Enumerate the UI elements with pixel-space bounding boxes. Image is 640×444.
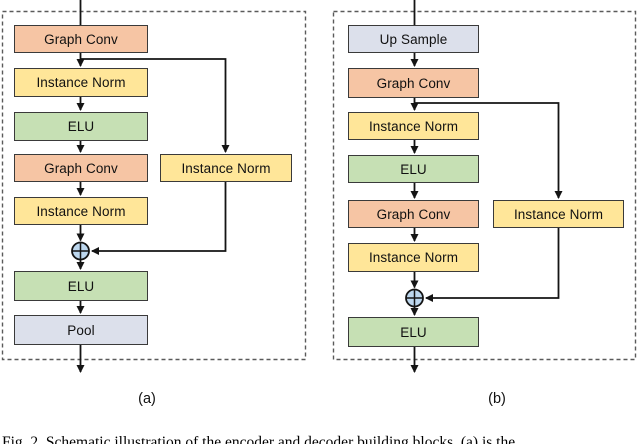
- edge-a-branch: [80, 58, 230, 153]
- node-a-skip-instance-norm: Instance Norm: [160, 154, 292, 182]
- node-a-instance-norm-2: Instance Norm: [14, 197, 148, 225]
- panel-b-label: (b): [488, 391, 506, 407]
- node-a-pool: Pool: [14, 315, 148, 345]
- node-b-elu-2: ELU: [348, 317, 479, 347]
- node-b-up-sample: Up Sample: [348, 25, 479, 53]
- node-a-elu-2: ELU: [14, 271, 148, 301]
- node-b-graph-conv-2: Graph Conv: [348, 200, 479, 228]
- panel-a-dashed-border: [1, 10, 307, 361]
- sum-node-b-plus: [406, 289, 423, 307]
- panel-b-dashed-border: [332, 10, 637, 361]
- node-b-graph-conv-1: Graph Conv: [348, 68, 479, 98]
- node-b-instance-norm-2: Instance Norm: [348, 243, 479, 272]
- panel-a-edges: [71, 0, 230, 373]
- node-a-instance-norm-1: Instance Norm: [14, 68, 148, 97]
- node-a-elu-1: ELU: [14, 112, 148, 141]
- node-b-instance-norm-1: Instance Norm: [348, 112, 479, 140]
- sum-node-a-plus: [72, 242, 89, 260]
- edge-b-branch: [414, 102, 563, 199]
- node-a-graph-conv-2: Graph Conv: [14, 154, 148, 182]
- edge-a-skip: [91, 182, 227, 255]
- node-b-skip-instance-norm: Instance Norm: [493, 200, 624, 228]
- node-a-graph-conv-1: Graph Conv: [14, 25, 148, 53]
- panel-b-edges: [405, 0, 563, 373]
- edge-b-skip: [425, 228, 560, 302]
- panel-a-label: (a): [138, 391, 156, 407]
- figure-caption: Fig. 2. Schematic illustration of the en…: [2, 434, 516, 444]
- node-b-elu-1: ELU: [348, 155, 479, 183]
